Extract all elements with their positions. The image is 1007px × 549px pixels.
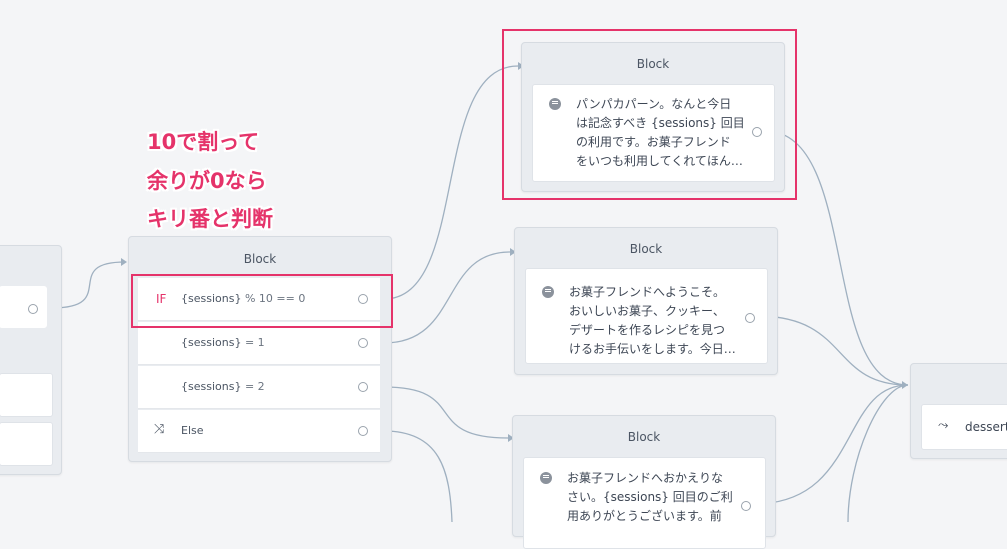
condition-operator: % 10 == 0 (241, 292, 306, 305)
message-line: をいつも利用してくれてほん… (576, 154, 743, 168)
annotation-line-3: キリ番と判断 (147, 207, 273, 231)
condition-row-2[interactable]: {sessions} = 1 (138, 322, 380, 365)
message-block-top[interactable]: Block パンパカパーン。なんと今日 は記念すべき {sessions} 回目… (521, 42, 785, 192)
else-output-port[interactable] (358, 426, 368, 436)
annotation-line-2: 余りが0なら (147, 169, 267, 193)
block-title: Block (627, 430, 661, 444)
else-label: Else (181, 424, 204, 437)
message-line: お菓子フレンドへようこそ。 (569, 285, 726, 299)
message-line: お菓子フレンドへおかえりな (567, 471, 724, 485)
condition-row-else[interactable]: ⤨ Else (138, 410, 380, 453)
shuffle-icon: ⤨ (154, 422, 165, 437)
condition-operator: = 1 (241, 336, 265, 349)
message-block-mid[interactable]: Block お菓子フレンドへようこそ。 おいしいお菓子、クッキー、 デザートを作… (514, 227, 778, 375)
row3-output-port[interactable] (358, 382, 368, 392)
message-line: の利用です。お菓子フレンド (576, 135, 731, 149)
left-row[interactable] (0, 286, 47, 328)
message-card[interactable]: お菓子フレンドへおかえりな さい。{sessions} 回目のご利 用ありがとう… (523, 457, 766, 549)
message-icon (549, 98, 561, 110)
row2-output-port[interactable] (358, 338, 368, 348)
output-port[interactable] (752, 127, 762, 137)
block-title: Block (636, 57, 670, 71)
output-port[interactable] (745, 313, 755, 323)
intent-card[interactable]: ⤳ dessert_ (921, 404, 1007, 450)
left-card-2[interactable] (0, 422, 53, 466)
if-output-port[interactable] (358, 294, 368, 304)
block-title: Block (629, 242, 663, 256)
message-card[interactable]: お菓子フレンドへようこそ。 おいしいお菓子、クッキー、 デザートを作るレシピを見… (525, 268, 768, 364)
message-card[interactable]: パンパカパーン。なんと今日 は記念すべき {sessions} 回目 の利用です… (532, 84, 775, 182)
output-port[interactable] (741, 501, 751, 511)
message-line: パンパカパーン。なんと今日 (576, 97, 732, 111)
intent-icon: ⤳ (938, 418, 949, 433)
block-title: Block (243, 252, 277, 266)
condition-row-if[interactable]: IF {sessions} % 10 == 0 (138, 278, 380, 321)
message-icon (540, 472, 552, 484)
highlight-top-block (502, 29, 797, 200)
condition-row-3[interactable]: {sessions} = 2 (138, 366, 380, 409)
if-label: IF (156, 292, 167, 306)
condition-variable: {sessions} (181, 380, 242, 393)
annotation-line-1: 10で割って (147, 130, 260, 154)
left-card-1[interactable] (0, 373, 53, 417)
message-line: おいしいお菓子、クッキー、 (569, 304, 725, 318)
message-line: デザートを作るレシピを見つ (569, 323, 726, 337)
message-block-bottom[interactable]: Block お菓子フレンドへおかえりな さい。{sessions} 回目のご利 … (512, 415, 776, 549)
left-block[interactable] (0, 245, 62, 475)
condition-variable: {sessions} (181, 336, 242, 349)
left-output-port[interactable] (28, 304, 38, 314)
message-line: さい。{sessions} 回目のご利 (567, 490, 733, 504)
message-line: は記念すべき {sessions} 回目 (576, 116, 745, 130)
intent-label: dessert_ (965, 420, 1007, 434)
right-block[interactable]: ⤳ dessert_ (910, 363, 1007, 459)
condition-operator: = 2 (241, 380, 265, 393)
condition-variable: {sessions} (181, 292, 242, 305)
message-line: けるお手伝いをします。今日… (569, 342, 736, 356)
message-icon (542, 286, 554, 298)
message-line: 用ありがとうございます。前 (567, 509, 722, 523)
highlight-if-row (131, 274, 393, 328)
